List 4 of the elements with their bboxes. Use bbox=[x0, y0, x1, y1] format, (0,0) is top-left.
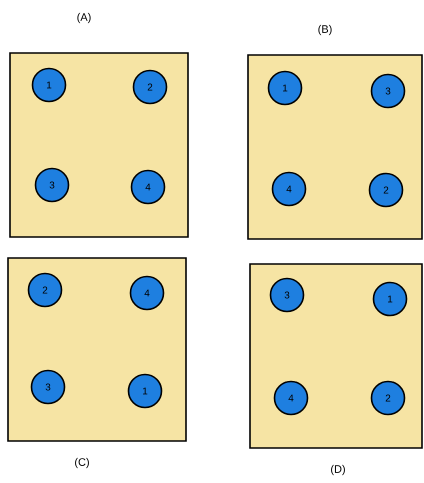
panel-label: (D) bbox=[331, 464, 345, 476]
panel-label: (B) bbox=[318, 24, 332, 36]
panel-label: (A) bbox=[77, 12, 91, 24]
panel-label: (C) bbox=[75, 458, 89, 468]
